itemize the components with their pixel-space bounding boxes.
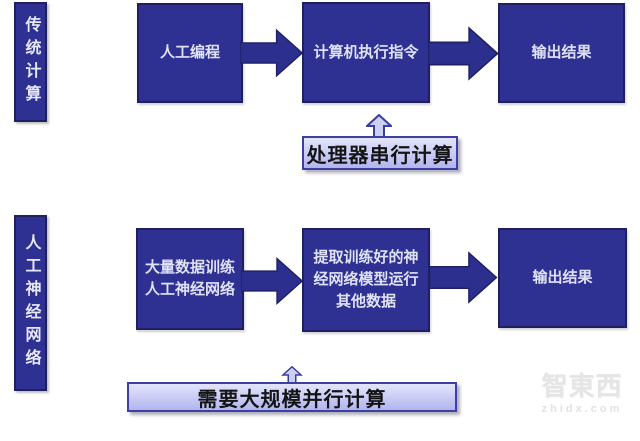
- node-train-ann-with-big-data: 大量数据训练 人工神经网络: [136, 228, 244, 330]
- callout-large-scale-parallel-computing: 需要大规模并行计算: [127, 382, 457, 412]
- right-arrow-icon: [428, 251, 498, 304]
- callout-processor-serial-computing: 处理器串行计算: [302, 136, 458, 170]
- up-arrow-icon: [366, 114, 392, 138]
- node-run-trained-model-on-other-data: 提取训练好的神经网络模型运行其他数据: [302, 228, 430, 332]
- row-label-artificial-neural-network: 人工神经网络: [14, 215, 47, 391]
- node-computer-executes-instructions: 计算机执行指令: [302, 2, 430, 103]
- right-arrow-icon: [240, 28, 304, 78]
- watermark-logo: 智東西: [541, 371, 623, 401]
- watermark: 智東西 zhidx.com: [528, 372, 636, 415]
- row-label-traditional-computing: 传统计算: [14, 2, 47, 122]
- node-manual-programming: 人工编程: [137, 3, 243, 103]
- node-output-result-top: 输出结果: [498, 3, 625, 103]
- right-arrow-icon: [428, 26, 499, 81]
- watermark-domain: zhidx.com: [541, 402, 623, 415]
- node-output-result-bottom: 输出结果: [498, 228, 627, 328]
- right-arrow-icon: [241, 256, 304, 306]
